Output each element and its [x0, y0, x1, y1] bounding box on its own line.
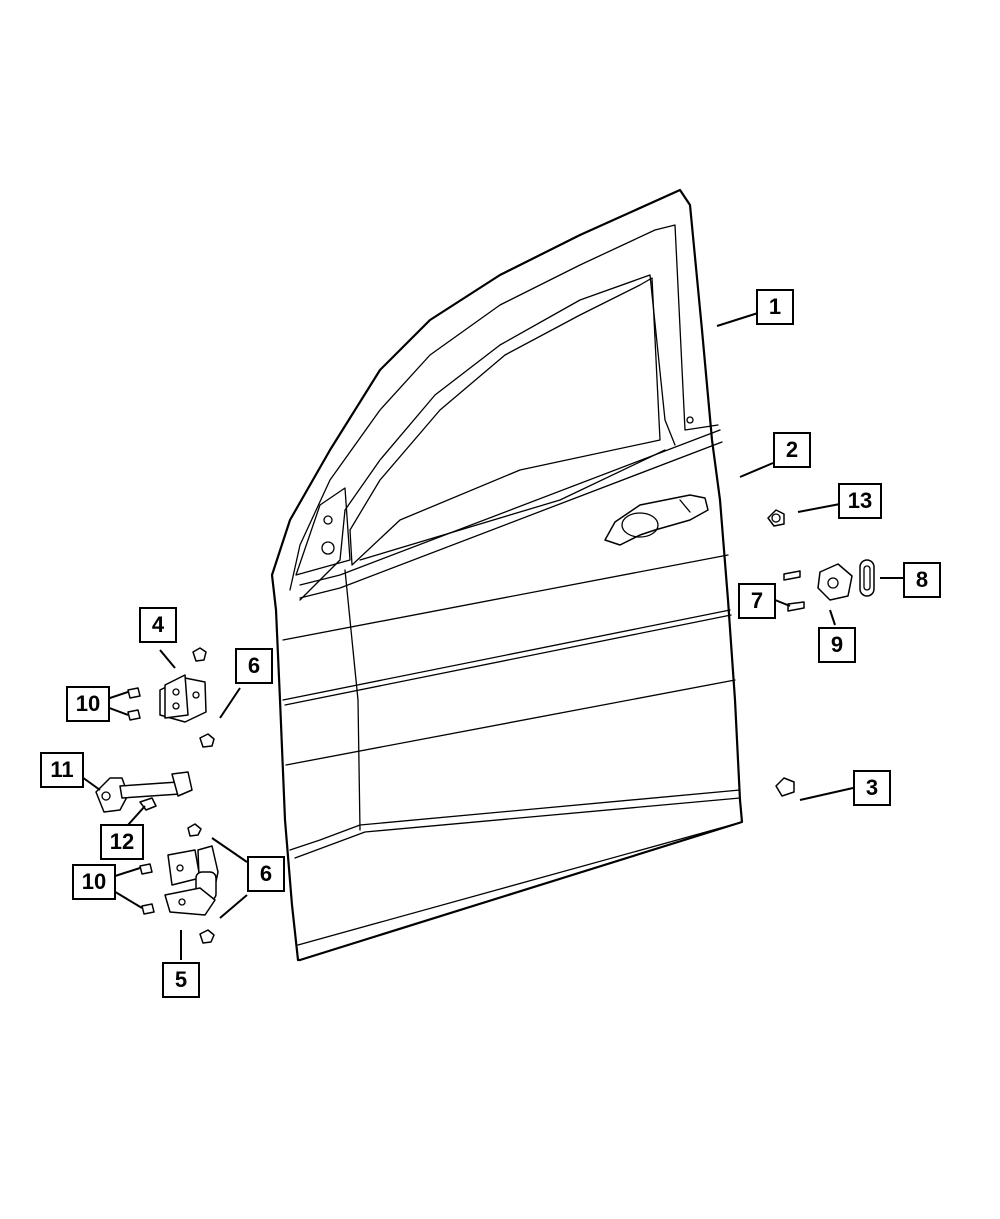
striker-assembly	[767, 509, 875, 797]
callout-8: 8	[903, 562, 941, 598]
door-check	[95, 771, 193, 813]
callout-4: 4	[139, 607, 177, 643]
callout-9: 9	[818, 627, 856, 663]
callout-10-upper: 10	[66, 686, 110, 722]
callout-3: 3	[853, 770, 891, 806]
bolts-10	[127, 687, 155, 915]
callout-6-upper: 6	[235, 648, 273, 684]
screw-7b	[787, 601, 805, 612]
callout-2: 2	[773, 432, 811, 468]
upper-hinge	[159, 647, 215, 748]
callout-7: 7	[738, 583, 776, 619]
callout-5: 5	[162, 962, 200, 998]
door-shell	[270, 188, 744, 962]
plug-13	[767, 509, 785, 527]
callout-12: 12	[100, 824, 144, 860]
callout-13: 13	[838, 483, 882, 519]
callout-6-lower: 6	[247, 856, 285, 892]
striker-9	[817, 563, 853, 601]
leader-lines	[81, 312, 903, 960]
screw-7a	[783, 570, 801, 581]
plug-3	[775, 777, 795, 797]
callout-11: 11	[40, 752, 84, 788]
callout-10-lower: 10	[72, 864, 116, 900]
lower-hinge	[164, 823, 219, 944]
callout-1: 1	[756, 289, 794, 325]
